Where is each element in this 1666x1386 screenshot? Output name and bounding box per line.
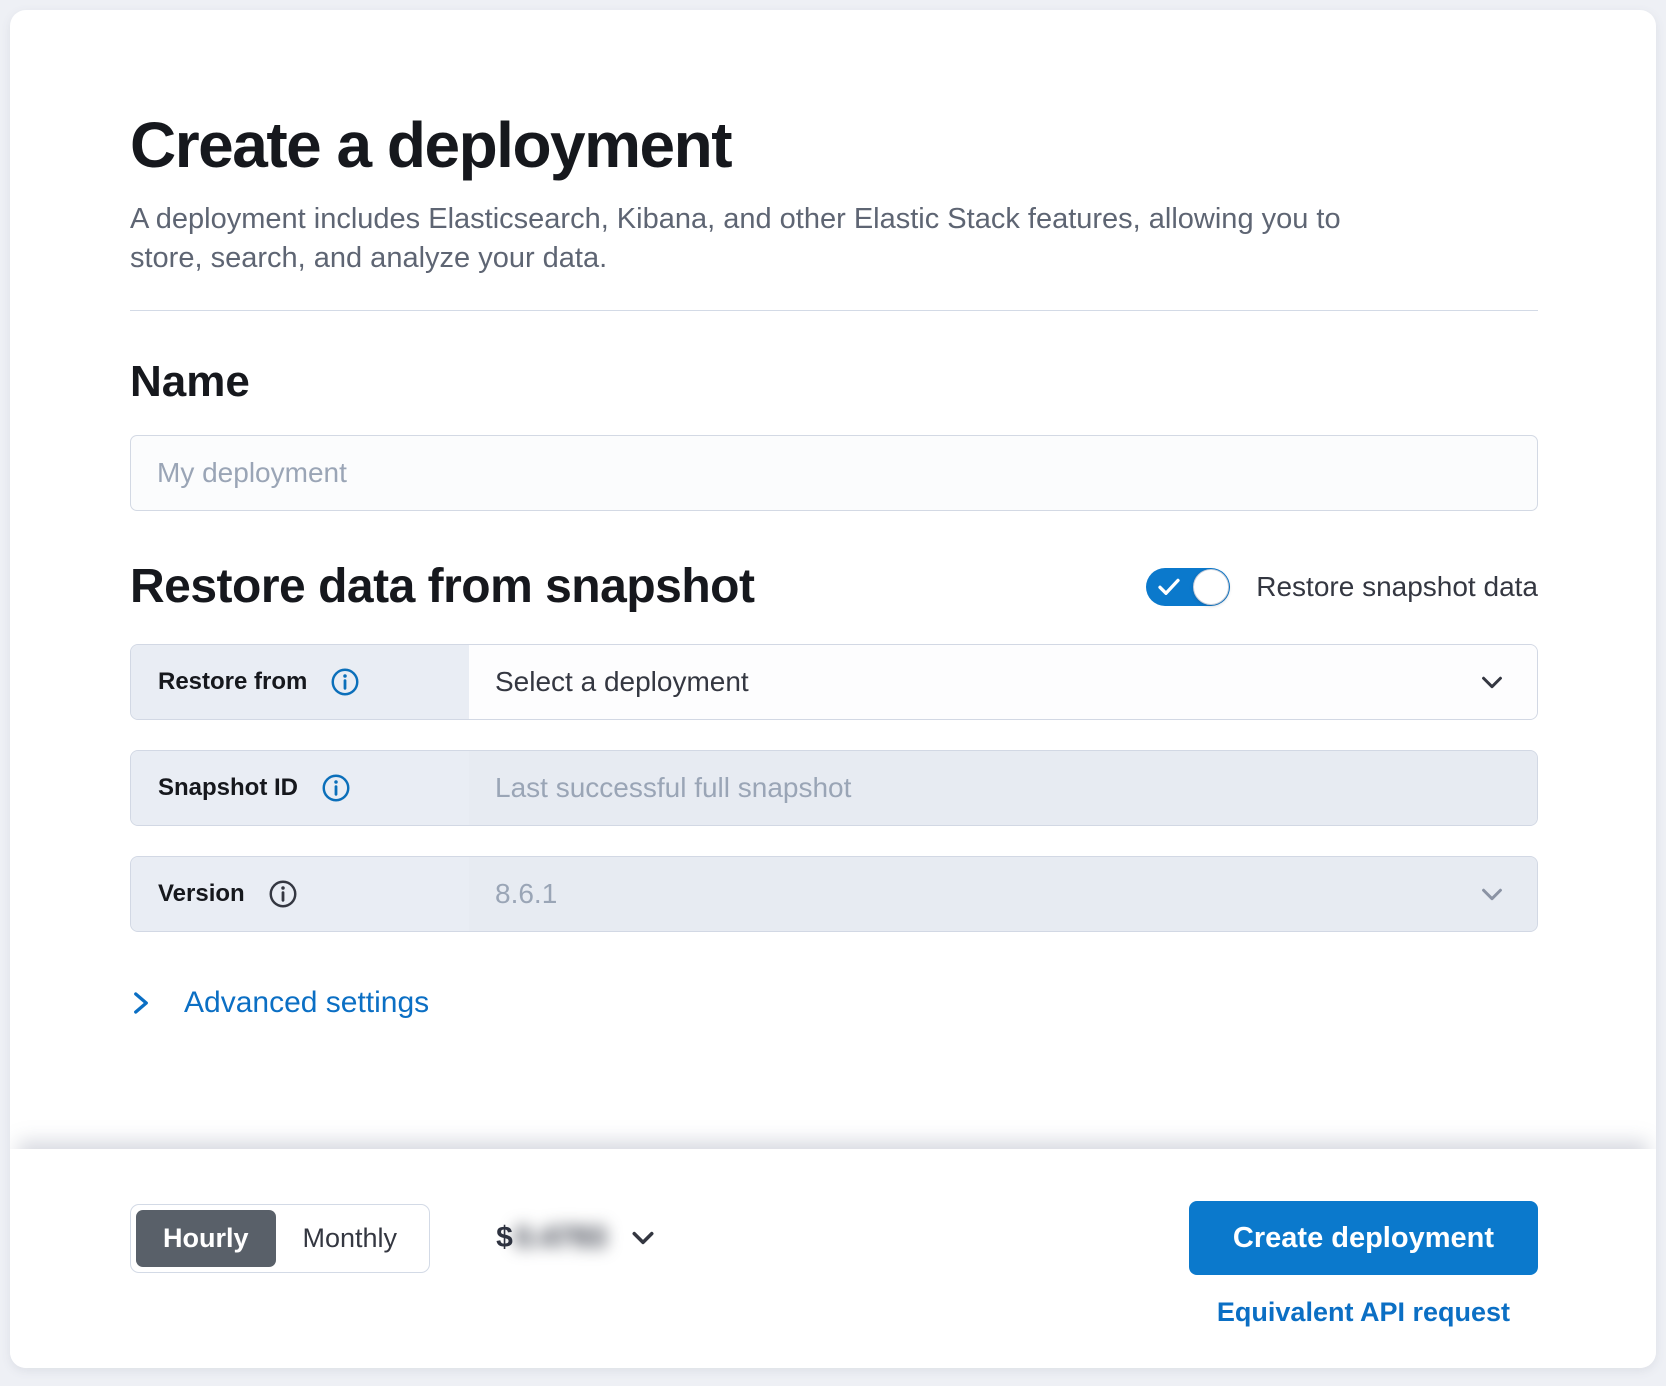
version-label-cell: Version <box>131 857 469 932</box>
snapshot-id-label-cell: Snapshot ID <box>131 751 469 826</box>
restore-from-label-cell: Restore from <box>131 645 469 720</box>
info-icon[interactable] <box>322 774 350 802</box>
version-select: 8.6.1 <box>469 857 1537 932</box>
page-title: Create a deployment <box>130 109 733 181</box>
toggle-label: Restore snapshot data <box>1256 570 1538 602</box>
version-label: Version <box>158 880 245 908</box>
restore-section-heading: Restore data from snapshot <box>130 560 755 614</box>
create-deployment-card: Create a deployment A deployment include… <box>10 10 1656 1368</box>
create-actions: Create deployment Equivalent API request <box>1188 1201 1538 1328</box>
chevron-down-icon <box>632 1231 654 1245</box>
info-icon[interactable] <box>331 668 359 696</box>
check-icon <box>1158 578 1180 595</box>
toggle-knob <box>1193 568 1230 605</box>
snapshot-id-label: Snapshot ID <box>158 774 299 802</box>
billing-option-monthly[interactable]: Monthly <box>276 1210 425 1267</box>
restore-from-row: Restore from Select a deployment <box>130 644 1538 721</box>
chevron-down-icon <box>1482 889 1502 901</box>
price-display[interactable]: $ 0.4793 <box>496 1221 656 1255</box>
equivalent-api-request-link[interactable]: Equivalent API request <box>1216 1297 1510 1327</box>
deployment-name-input[interactable] <box>130 435 1538 512</box>
restore-from-label: Restore from <box>158 668 308 696</box>
advanced-settings-link[interactable]: Advanced settings <box>130 986 429 1020</box>
version-value: 8.6.1 <box>495 878 558 910</box>
info-icon[interactable] <box>269 880 297 908</box>
restore-toggle-group: Restore snapshot data <box>1146 567 1538 606</box>
version-row: Version 8.6.1 <box>130 856 1538 933</box>
chevron-down-icon <box>1482 677 1502 689</box>
chevron-right-icon <box>134 992 148 1015</box>
header-divider <box>130 310 1538 312</box>
restore-from-select[interactable]: Select a deployment <box>469 645 1537 720</box>
page-subtitle: A deployment includes Elasticsearch, Kib… <box>130 203 1341 275</box>
snapshot-id-input <box>495 772 1507 805</box>
restore-from-value: Select a deployment <box>495 666 749 698</box>
create-deployment-button[interactable]: Create deployment <box>1188 1201 1538 1275</box>
price-amount-blurred: 0.4793 <box>514 1221 607 1254</box>
billing-option-hourly[interactable]: Hourly <box>136 1209 276 1267</box>
restore-section-header: Restore data from snapshot Restore snaps… <box>130 559 1538 614</box>
snapshot-id-field <box>469 751 1537 826</box>
bottom-bar: Hourly Monthly $ 0.4793 Create deploymen… <box>10 1149 1656 1368</box>
name-section-heading: Name <box>130 357 250 407</box>
billing-and-price: Hourly Monthly $ 0.4793 <box>130 1201 657 1275</box>
snapshot-id-row: Snapshot ID <box>130 750 1538 827</box>
restore-snapshot-toggle[interactable] <box>1146 567 1231 606</box>
main-content: Create a deployment A deployment include… <box>10 10 1656 1149</box>
advanced-settings-label: Advanced settings <box>184 986 430 1020</box>
price-currency: $ <box>496 1221 513 1254</box>
billing-period-toggle: Hourly Monthly <box>130 1203 431 1273</box>
